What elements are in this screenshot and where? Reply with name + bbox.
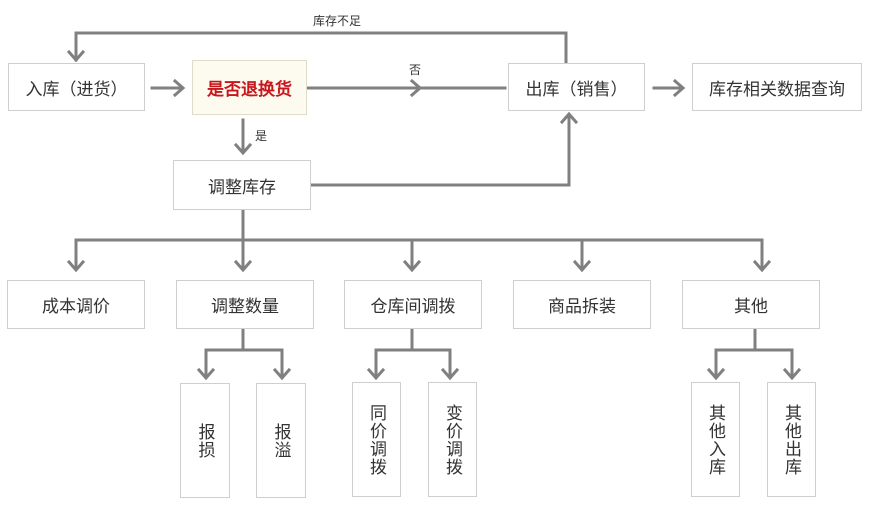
node-stock-out: 出库（销售） <box>508 63 645 111</box>
shortage-label: 库存不足 <box>313 14 362 28</box>
arrowhead <box>366 367 386 381</box>
node-data-query: 库存相关数据查询 <box>692 63 862 111</box>
arrowhead <box>172 78 186 98</box>
no-label: 否 <box>409 63 422 77</box>
adjust-branch-connector <box>74 207 764 270</box>
qty-branch-connector <box>204 327 284 378</box>
arrowhead <box>66 259 86 273</box>
arrowhead <box>402 259 422 273</box>
node-diff-price-transfer: 变价调拨 <box>428 382 477 497</box>
arrowhead <box>706 367 726 381</box>
shortage-loop-connector <box>74 31 568 64</box>
arrowhead <box>782 367 802 381</box>
arrowhead <box>752 259 772 273</box>
node-stock-in: 入库（进货） <box>8 63 145 111</box>
node-same-price-transfer: 同价调拨 <box>352 382 401 497</box>
node-adjust-stock: 调整库存 <box>173 160 311 210</box>
transfer-branch-connector <box>374 327 452 378</box>
arrowhead <box>559 111 579 125</box>
node-product-split: 商品拆装 <box>513 280 651 329</box>
node-report-gain: 报溢 <box>256 383 306 498</box>
node-qty-adjust: 调整数量 <box>176 280 314 329</box>
node-other: 其他 <box>682 280 820 329</box>
arrowhead <box>409 78 423 98</box>
arrowhead <box>672 78 686 98</box>
node-return-check: 是否退换货 <box>192 60 307 115</box>
arrowhead <box>233 259 253 273</box>
other-branch-connector <box>714 327 794 378</box>
arrowhead <box>233 142 253 156</box>
arrowhead <box>196 367 216 381</box>
arrowhead <box>272 367 292 381</box>
arrowhead <box>440 367 460 381</box>
node-other-in: 其他入库 <box>691 382 740 497</box>
node-cost-adjust: 成本调价 <box>7 280 145 329</box>
node-report-loss: 报损 <box>180 383 230 498</box>
node-warehouse-transfer: 仓库间调拨 <box>344 280 482 329</box>
arrowhead <box>572 259 592 273</box>
arrowhead <box>66 49 86 63</box>
yes-label: 是 <box>255 129 268 143</box>
node-other-out: 其他出库 <box>767 382 816 497</box>
adjust-to-out-connector <box>309 113 571 187</box>
